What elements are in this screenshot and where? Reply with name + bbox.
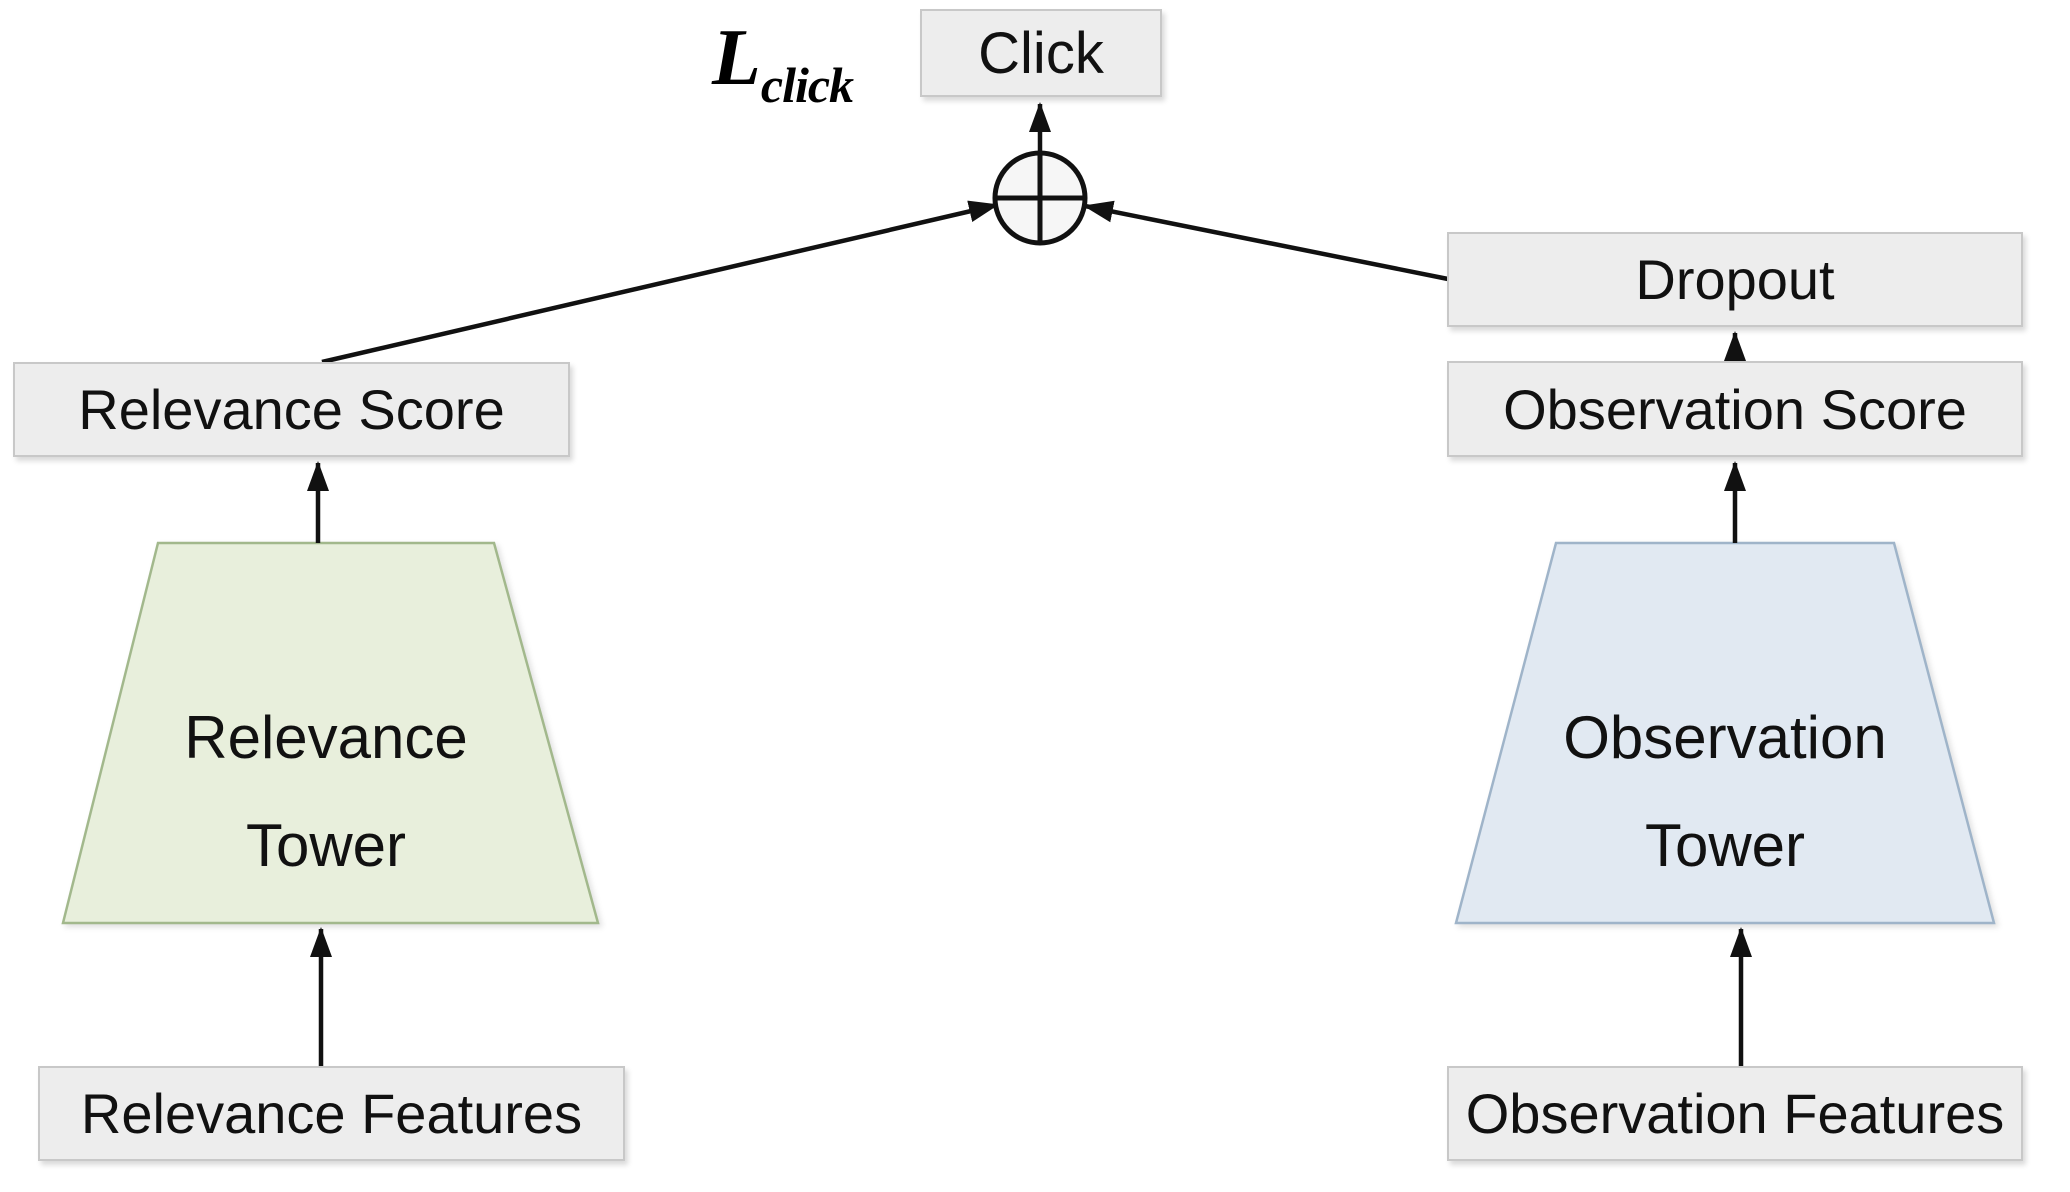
observation-tower-label: Observation Tower — [1563, 684, 1887, 900]
relevance-features-node: Relevance Features — [38, 1066, 625, 1161]
relevance-tower-label-line2: Tower — [245, 812, 407, 879]
dropout-node: Dropout — [1447, 232, 2023, 327]
relevance-tower-label: Relevance Tower — [184, 684, 468, 900]
relevance-tower-label-line1: Relevance — [184, 704, 468, 771]
observation-score-node: Observation Score — [1447, 361, 2023, 457]
relevance-score-node: Relevance Score — [13, 362, 570, 457]
click-loss-label: Lclick — [712, 18, 854, 113]
observation-features-node: Observation Features — [1447, 1066, 2023, 1161]
click-node: Click — [920, 9, 1162, 97]
loss-symbol: L — [712, 14, 761, 102]
arrow-relevance-score-to-plus — [321, 200, 999, 365]
observation-tower-label-line2: Tower — [1644, 812, 1806, 879]
loss-subscript: click — [760, 57, 854, 113]
arrow-dropout-to-plus — [1083, 200, 1449, 282]
observation-tower-trapezoid — [1454, 541, 1996, 925]
relevance-tower-trapezoid — [61, 541, 600, 925]
observation-tower-label-line1: Observation — [1563, 704, 1887, 771]
